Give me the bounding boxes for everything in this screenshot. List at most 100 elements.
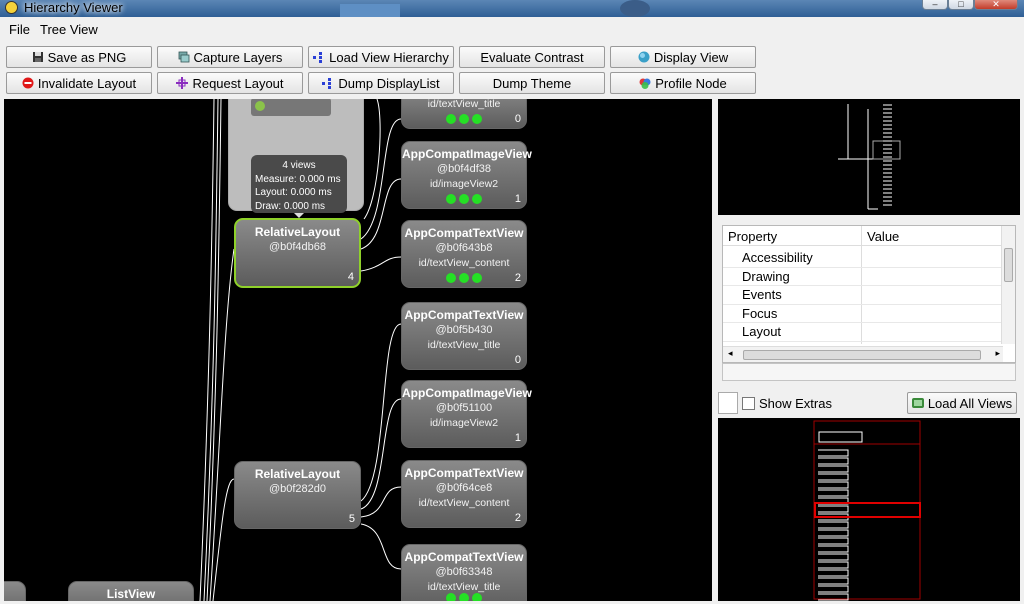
node-name: RelativeLayout	[254, 467, 341, 481]
evaluate-contrast-label: Evaluate Contrast	[480, 49, 584, 65]
node-hash: @b0f5b430	[435, 324, 493, 336]
property-name: Focus	[742, 305, 778, 321]
property-row[interactable]: Drawing	[723, 268, 1003, 286]
extras-blank-button[interactable]	[718, 392, 738, 414]
node-id: id/imageView2	[429, 417, 499, 429]
property-row[interactable]: Events	[723, 286, 1003, 305]
node-child-count: 4	[347, 271, 354, 283]
dump-displaylist-button[interactable]: Dump DisplayList	[308, 72, 454, 94]
property-row[interactable]: Focus	[723, 305, 1003, 323]
android-icon	[255, 101, 265, 111]
node-id: id/textView_title	[427, 581, 501, 593]
node-hash: @b0f282d0	[268, 483, 327, 495]
show-extras-checkbox[interactable]	[742, 397, 755, 410]
property-value-field[interactable]	[722, 363, 1016, 381]
tree-node[interactable]: AppCompatTextView @b0f63348 id/textView_…	[401, 544, 527, 601]
dump-theme-button[interactable]: Dump Theme	[459, 72, 605, 94]
connector-line	[206, 99, 222, 601]
node-child-count: 2	[514, 272, 521, 284]
invalidate-layout-label: Invalidate Layout	[37, 75, 137, 91]
background-window-blur	[620, 0, 650, 17]
tree-node[interactable]: AppCompatTextView @b0f64ce8 id/textView_…	[401, 460, 527, 528]
connector-line	[209, 248, 235, 601]
status-dots	[446, 273, 482, 283]
horizontal-scroll-thumb[interactable]	[743, 350, 981, 360]
node-child-count: 1	[514, 193, 521, 205]
wireframe-row	[818, 593, 849, 601]
profile-node-button[interactable]: Profile Node	[610, 72, 756, 94]
connector-line	[360, 398, 402, 510]
load-all-views-button[interactable]: Load All Views	[907, 392, 1017, 414]
capture-layers-button[interactable]: Capture Layers	[157, 46, 303, 68]
request-layout-button[interactable]: Request Layout	[157, 72, 303, 94]
save-as-png-label: Save as PNG	[47, 49, 127, 65]
wireframe-row	[818, 577, 849, 585]
node-name: AppCompatTextView	[404, 466, 524, 480]
wireframe-row	[818, 505, 849, 513]
tree-overview[interactable]	[718, 99, 1020, 215]
value-column-header[interactable]: Value	[867, 229, 900, 244]
node-child-count: 5	[348, 513, 355, 525]
property-row[interactable]: Accessibility	[723, 249, 1003, 268]
property-name: Events	[742, 287, 782, 302]
properties-panel: Property Value Accessibility Drawing Eve…	[718, 221, 1020, 389]
overview-minimap	[838, 104, 901, 210]
node-name: AppCompatTextView	[404, 308, 524, 322]
connector-line	[203, 99, 219, 601]
menu-file[interactable]: File	[9, 22, 30, 37]
status-dots	[446, 593, 482, 601]
node-child-count: 0	[514, 354, 521, 366]
hierarchy-icon	[322, 78, 332, 89]
invalidate-layout-button[interactable]: Invalidate Layout	[6, 72, 152, 94]
menu-tree-view[interactable]: Tree View	[40, 22, 98, 37]
tree-node[interactable]: ListView	[68, 581, 194, 601]
load-views-icon	[911, 398, 924, 408]
wireframe-row	[818, 545, 849, 553]
property-row[interactable]: Layout	[723, 323, 1003, 342]
maximize-button[interactable]: □	[948, 0, 974, 10]
node-name: AppCompatTextView	[404, 550, 524, 564]
tree-node[interactable]: id/textView_title 0	[401, 99, 527, 129]
tree-node[interactable]: AppCompatTextView @b0f5b430 id/textView_…	[401, 302, 527, 370]
node-hash: @b0f63348	[435, 566, 493, 578]
tree-node[interactable]: AppCompatTextView @b0f643b8 id/textView_…	[401, 220, 527, 288]
title-bar: Hierarchy Viewer – □ ✕	[0, 0, 1024, 17]
capture-layers-label: Capture Layers	[193, 49, 283, 65]
wireframe-row	[818, 585, 849, 593]
no-entry-icon	[22, 77, 34, 89]
tree-node[interactable]: RelativeLayout @b0f282d0 5	[234, 461, 361, 529]
save-as-png-button[interactable]: Save as PNG	[6, 46, 152, 68]
connector-line	[360, 178, 402, 250]
vertical-scrollbar[interactable]	[1001, 226, 1015, 344]
tree-node-selected[interactable]: RelativeLayout @b0f4db68 4	[234, 218, 361, 288]
vertical-scroll-thumb[interactable]	[1004, 248, 1013, 282]
connector-line	[360, 523, 402, 570]
evaluate-contrast-button[interactable]: Evaluate Contrast	[459, 46, 605, 68]
properties-header: Property Value	[723, 226, 1003, 246]
node-name: ListView	[106, 587, 156, 601]
scroll-right-icon[interactable]: ▸	[995, 348, 1000, 358]
layout-preview[interactable]	[718, 418, 1020, 601]
load-view-hierarchy-button[interactable]: Load View Hierarchy	[308, 46, 454, 68]
dump-displaylist-label: Dump DisplayList	[338, 75, 440, 91]
wireframe-row	[818, 537, 849, 545]
node-id: id/textView_content	[418, 257, 510, 269]
wireframe-row	[818, 561, 849, 569]
node-hash: @b0f4db68	[268, 241, 327, 253]
node-id: id/textView_content	[418, 497, 510, 509]
tree-node-partial[interactable]	[4, 581, 26, 601]
connector-line	[360, 323, 402, 502]
property-name: Drawing	[742, 268, 790, 284]
tree-node[interactable]: AppCompatImageView @b0f4df38 id/imageVie…	[401, 141, 532, 209]
tree-view-canvas[interactable]: 4 views Measure: 0.000 ms Layout: 0.000 …	[4, 99, 712, 601]
display-view-button[interactable]: Display View	[610, 46, 756, 68]
minimize-button[interactable]: –	[922, 0, 948, 10]
node-name: RelativeLayout	[254, 225, 341, 239]
close-button[interactable]: ✕	[974, 0, 1018, 10]
tree-node[interactable]: AppCompatImageView @b0f51100 id/imageVie…	[401, 380, 532, 448]
request-layout-label: Request Layout	[192, 75, 284, 91]
connector-line	[212, 478, 235, 601]
property-column-header[interactable]: Property	[728, 229, 778, 244]
scroll-left-icon[interactable]: ◂	[728, 348, 733, 358]
horizontal-scrollbar[interactable]: ◂ ▸	[723, 346, 1003, 362]
